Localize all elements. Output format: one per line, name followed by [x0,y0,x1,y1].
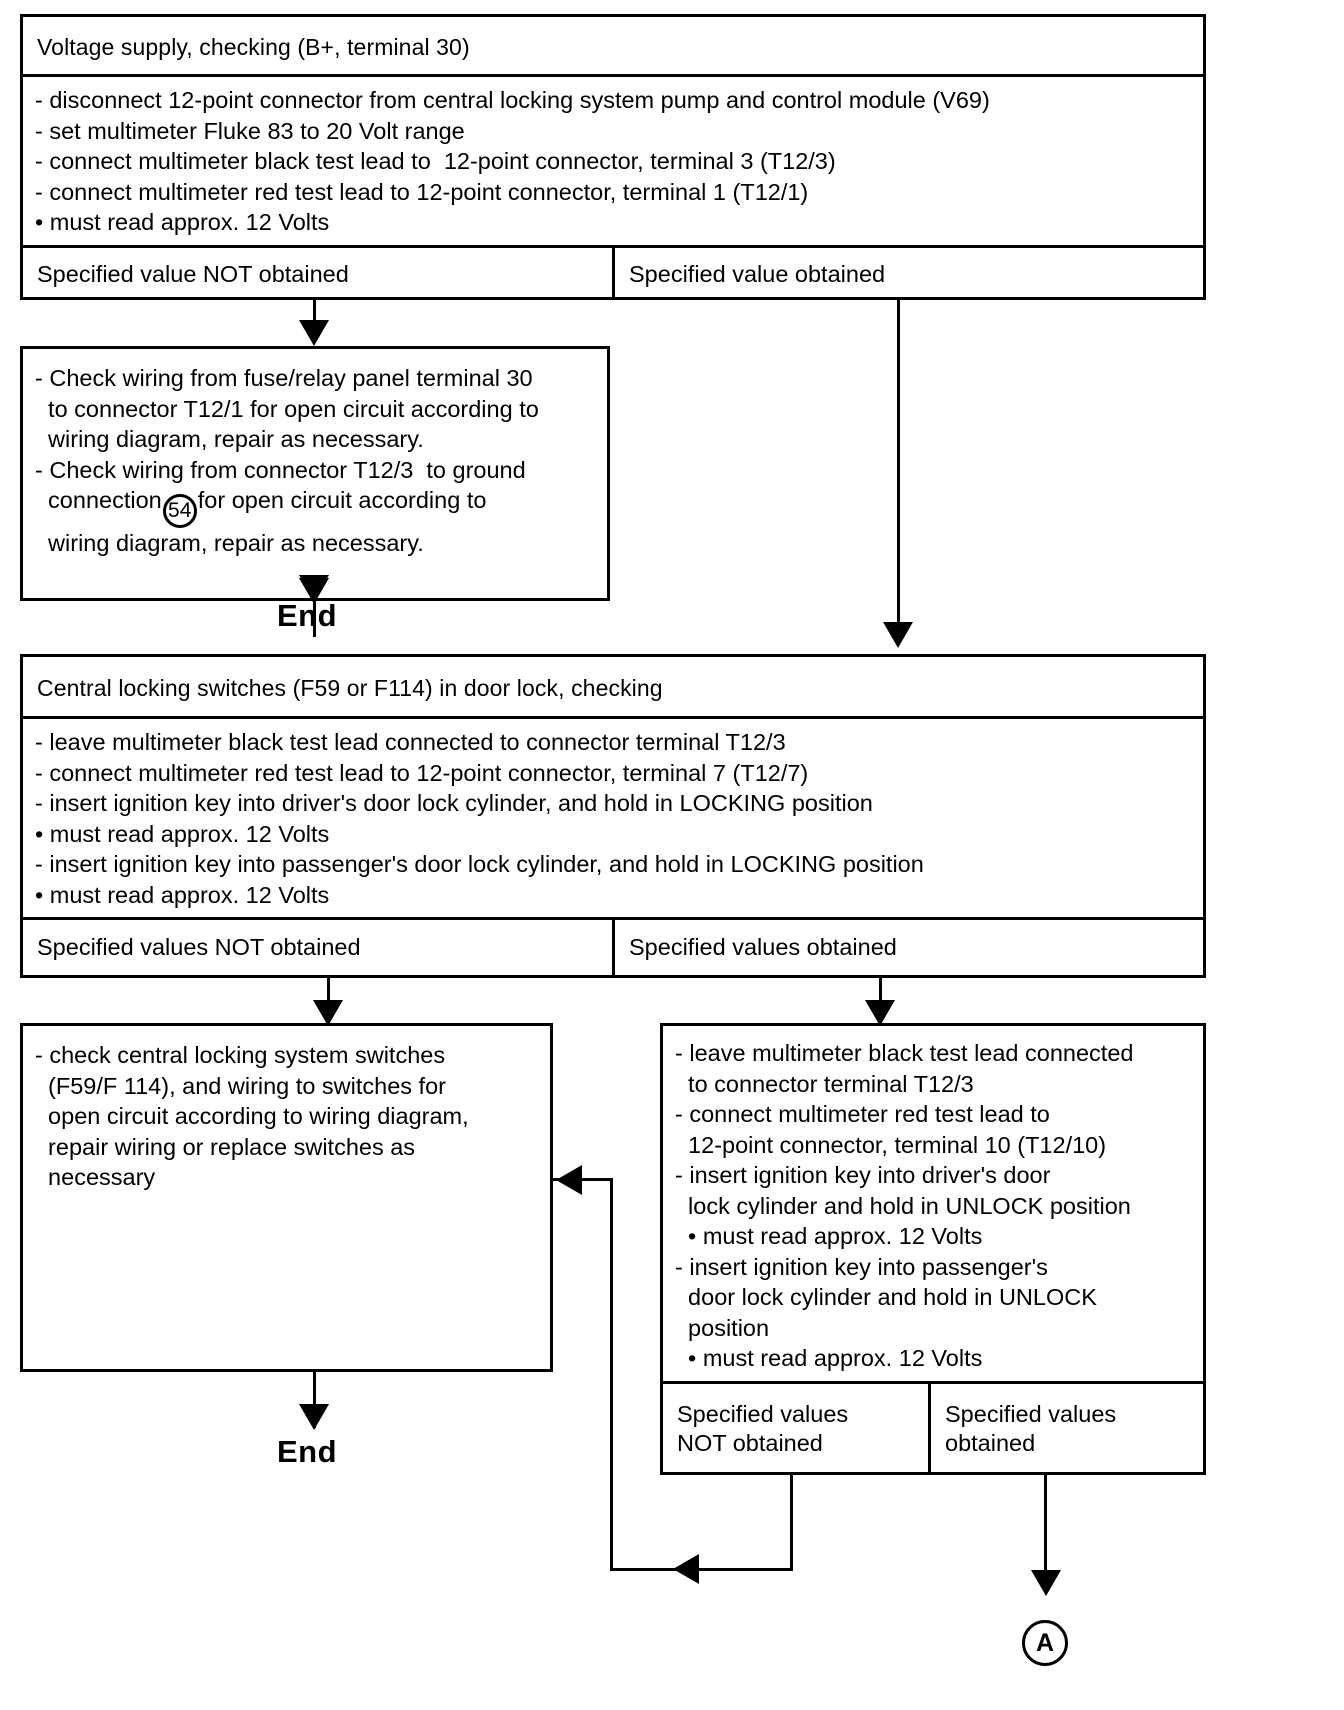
divider-vertical [928,1381,931,1475]
arrow-down-icon [865,1000,895,1026]
block-voltage-supply: Voltage supply, checking (B+, terminal 3… [20,14,1206,300]
text-line: - connect multimeter red test lead to [675,1101,1050,1127]
block-check-switches-text: - check central locking system switches … [23,1026,550,1369]
result-values-not-obtained: Specified values NOT obtained [677,1401,849,1456]
text-line: wiring diagram, repair as necessary. [35,529,424,556]
block-check-wiring-text: - Check wiring from fuse/relay panel ter… [23,349,607,598]
step-line: - disconnect 12-point connector from cen… [35,87,990,113]
text-line: • must read approx. 12 Volts [675,1223,983,1249]
end-label-2: End [277,1434,338,1469]
text-line: to connector T12/1 for open circuit acco… [35,395,539,422]
text-line: to connector terminal T12/3 [675,1070,974,1097]
connector-line [313,601,316,637]
connector-line [879,978,882,1008]
divider-vertical [612,245,615,300]
ground-connection-prefix: connection [35,487,162,513]
feedback-line-riser [610,1178,613,1571]
feedback-line-into-block4 [553,1178,613,1181]
step-line: • must read approx. 12 Volts [35,881,330,908]
block-unlock-checks: - leave multimeter black test lead conne… [660,1023,1206,1475]
feedback-line-horizontal [610,1568,793,1571]
step-line: • must read approx. 12 Volts [35,820,330,847]
arrow-left-icon [556,1165,582,1195]
step-line: - connect multimeter red test lead to 12… [35,178,809,205]
arrow-down-icon [313,1000,343,1026]
block-unlock-checks-text: - leave multimeter black test lead conne… [663,1026,1203,1402]
divider [663,1381,1203,1384]
step-line: - connect multimeter black test lead to … [35,148,836,174]
block-check-wiring: - Check wiring from fuse/relay panel ter… [20,346,610,601]
connector-line [1044,1475,1047,1575]
result-not-obtained: Specified value NOT obtained [37,261,349,287]
text-line: repair wiring or replace switches as [35,1133,416,1160]
text-line: open circuit according to wiring diagram… [35,1103,469,1129]
connector-line [327,978,330,1008]
text-line: - Check wiring from connector T12/3 to g… [35,456,526,483]
text-line: - Check wiring from fuse/relay panel ter… [35,365,533,391]
text-line: lock cylinder and hold in UNLOCK positio… [675,1192,1131,1219]
step-line: - set multimeter Fluke 83 to 20 Volt ran… [35,117,465,144]
connector-line [313,601,316,611]
connector-line [313,1372,316,1428]
result-obtained: Specified value obtained [629,261,886,287]
text-line: - check central locking system switches [35,1042,446,1068]
block-central-locking-switches-title: Central locking switches (F59 or F114) i… [37,674,663,701]
step-line: - insert ignition key into passenger's d… [35,851,924,877]
arrow-down-icon [299,320,329,346]
text-line: door lock cylinder and hold in UNLOCK [675,1284,1097,1310]
connector-a-reference: A [1022,1620,1068,1666]
text-line: - leave multimeter black test lead conne… [675,1040,1134,1066]
end-label-1: End [277,598,338,633]
arrow-left-icon [673,1554,699,1584]
text-line: - insert ignition key into driver's door [675,1162,1051,1188]
block-voltage-supply-steps: - disconnect 12-point connector from cen… [23,77,1203,245]
arrow-down-icon [883,622,913,648]
block-voltage-supply-title: Voltage supply, checking (B+, terminal 3… [37,33,470,60]
arrow-down-icon [1031,1570,1061,1596]
divider [23,74,1203,77]
connector-line [313,300,316,326]
text-line: wiring diagram, repair as necessary. [35,426,424,452]
connector-line [897,300,900,628]
step-line: - insert ignition key into driver's door… [35,790,873,816]
text-line: • must read approx. 12 Volts [675,1345,983,1371]
divider-vertical [612,917,615,978]
text-line: (F59/F 114), and wiring to switches for [35,1072,446,1099]
step-line: • must read approx. 12 Volts [35,209,330,235]
step-line: - connect multimeter red test lead to 12… [35,759,809,786]
text-line: position [675,1314,770,1341]
ground-connection-suffix: for open circuit according to [197,487,487,513]
arrow-down-icon [299,575,329,601]
step-line: - leave multimeter black test lead conne… [35,729,786,755]
text-line: - insert ignition key into passenger's [675,1253,1048,1280]
block-check-switches: - check central locking system switches … [20,1023,553,1372]
result-values-obtained: Specified values obtained [945,1401,1117,1456]
feedback-line-vertical [790,1475,793,1571]
result-values-not-obtained: Specified values NOT obtained [37,934,361,960]
block-central-locking-switches: Central locking switches (F59 or F114) i… [20,654,1206,978]
ground-connection-icon: 54 [162,493,197,528]
arrow-down-icon [299,1404,329,1430]
block-central-locking-switches-steps: - leave multimeter black test lead conne… [23,719,1203,917]
result-values-obtained: Specified values obtained [629,934,897,960]
text-line: 12-point connector, terminal 10 (T12/10) [675,1131,1107,1158]
divider [23,716,1203,719]
text-line: necessary [35,1164,156,1190]
